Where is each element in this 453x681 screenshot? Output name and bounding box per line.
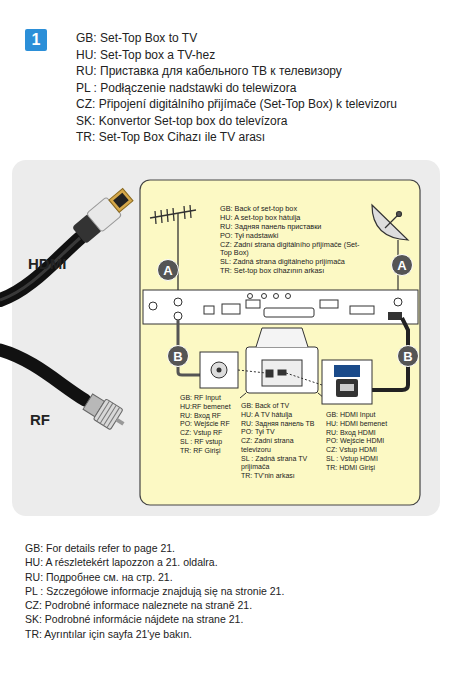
part-label: CZ: Vstup RF xyxy=(180,429,238,438)
cable-name: HDMI xyxy=(28,255,108,273)
part-label: TR: Set-top box cihazının arkası xyxy=(220,267,368,276)
hdmi-input-inset xyxy=(322,360,372,404)
satellite-dish xyxy=(372,205,408,298)
callout-letter: B xyxy=(403,350,412,363)
title-line: HU: Set-Top box a TV-hez xyxy=(76,47,448,64)
label-group: GB: Back of set-top boxHU: A set-top box… xyxy=(220,205,368,276)
part-label: HU: A set-top box hátulja xyxy=(220,214,368,223)
cable-name: RF xyxy=(30,411,90,429)
label-group: GB: Set-Top Box to TVHU: Set-Top box a T… xyxy=(76,30,448,146)
callout-letter: 1 xyxy=(32,32,41,48)
background-band xyxy=(12,160,440,516)
title-line: CZ: Připojení digitálního přijímače (Set… xyxy=(76,96,448,113)
callout-letter: A xyxy=(397,259,406,272)
part-label: RU: Задняя панель ТВ xyxy=(241,420,321,429)
part-label: RU: Задняя панель приставки xyxy=(220,223,368,232)
part-label: SL : Vstup HDMI xyxy=(326,455,416,464)
title-line: SK: Konvertor Set-top box do televízora xyxy=(76,113,448,130)
footnote-line: TR: Ayrıntılar için sayfa 21'ye bakın. xyxy=(25,627,445,641)
footnote-line: RU: Подробнее см. на стр. 21. xyxy=(25,570,445,584)
part-label: HU: HDMI bemenet xyxy=(326,420,416,429)
part-label: CZ: Zadní strana televizoru xyxy=(241,437,321,455)
part-label: SL : RF vstup xyxy=(180,438,238,447)
callout-circle: B xyxy=(167,345,189,367)
step-number-box: 1 xyxy=(25,29,47,51)
part-label: SL : Zadná strana TV prijímača xyxy=(241,455,321,473)
part-label: PO: Wejście HDMI xyxy=(326,437,416,446)
rf-input-inset xyxy=(200,352,238,388)
callout-circle: A xyxy=(391,254,413,276)
footnote-line: PL : Szczegółowe informacje znajdują się… xyxy=(25,584,445,598)
title-line: TR: Set-Top Box Cihazı ile TV arası xyxy=(76,129,448,146)
antenna xyxy=(150,205,196,300)
part-label: RU: Вход RF xyxy=(180,412,238,421)
part-label: TR: HDMI Girişi xyxy=(326,464,416,473)
set-top-box-back xyxy=(143,290,418,324)
callout-circle: B xyxy=(397,345,419,367)
part-label: PO: Wejście RF xyxy=(180,420,238,429)
footnote-line: CZ: Podrobné informace naleznete na stra… xyxy=(25,598,445,612)
part-label: PO: Tył TV xyxy=(241,428,321,437)
connection-panel xyxy=(140,180,420,505)
part-label: GB: Back of set-top box xyxy=(220,205,368,214)
title-line: PL : Podłączenie nadstawki do telewizora xyxy=(76,80,448,97)
callout-letter: B xyxy=(173,350,182,363)
footnote-line: SK: Podrobné informácie nájdete na stran… xyxy=(25,612,445,626)
rf-cable xyxy=(0,350,130,434)
title-line: GB: Set-Top Box to TV xyxy=(76,30,448,47)
part-label: HU:RF bemenet xyxy=(180,403,238,412)
part-label: GB: HDMI Input xyxy=(326,411,416,420)
title-line: RU: Приставка для кабельного ТВ к телеви… xyxy=(76,63,448,80)
part-label: CZ: Vstup HDMI xyxy=(326,446,416,455)
label-group: HDMI xyxy=(28,255,108,273)
label-group: GB: For details refer to page 21.HU: A r… xyxy=(25,541,445,641)
label-group: GB: RF InputHU:RF bemenetRU: Вход RFPO: … xyxy=(180,394,238,455)
part-label: RU: Вход HDMI xyxy=(326,429,416,438)
part-label: SL: Zadná strana digitálneho prijímača xyxy=(220,258,368,267)
part-label: GB: RF Input xyxy=(180,394,238,403)
tv-back xyxy=(238,328,324,398)
part-label: TR: TV'nin arkası xyxy=(241,472,321,481)
hdmi-cable xyxy=(0,185,136,300)
callout-letter: A xyxy=(163,264,172,277)
label-group: GB: HDMI InputHU: HDMI bemenetRU: Вход H… xyxy=(326,411,416,472)
label-group: RF xyxy=(30,411,90,429)
part-label: HU: A TV hátulja xyxy=(241,411,321,420)
part-label: CZ: Zadní strana digitálního přijímače (… xyxy=(220,241,368,259)
part-label: GB: Back of TV xyxy=(241,402,321,411)
part-label: PO: Tył nadstawki xyxy=(220,232,368,241)
label-group: GB: Back of TVHU: A TV hátuljaRU: Задняя… xyxy=(241,402,321,481)
callout-circle: A xyxy=(157,259,179,281)
footnote-line: GB: For details refer to page 21. xyxy=(25,541,445,555)
footnote-line: HU: A részletekért lapozzon a 21. oldalr… xyxy=(25,555,445,569)
part-label: TR: RF Girişi xyxy=(180,447,238,456)
